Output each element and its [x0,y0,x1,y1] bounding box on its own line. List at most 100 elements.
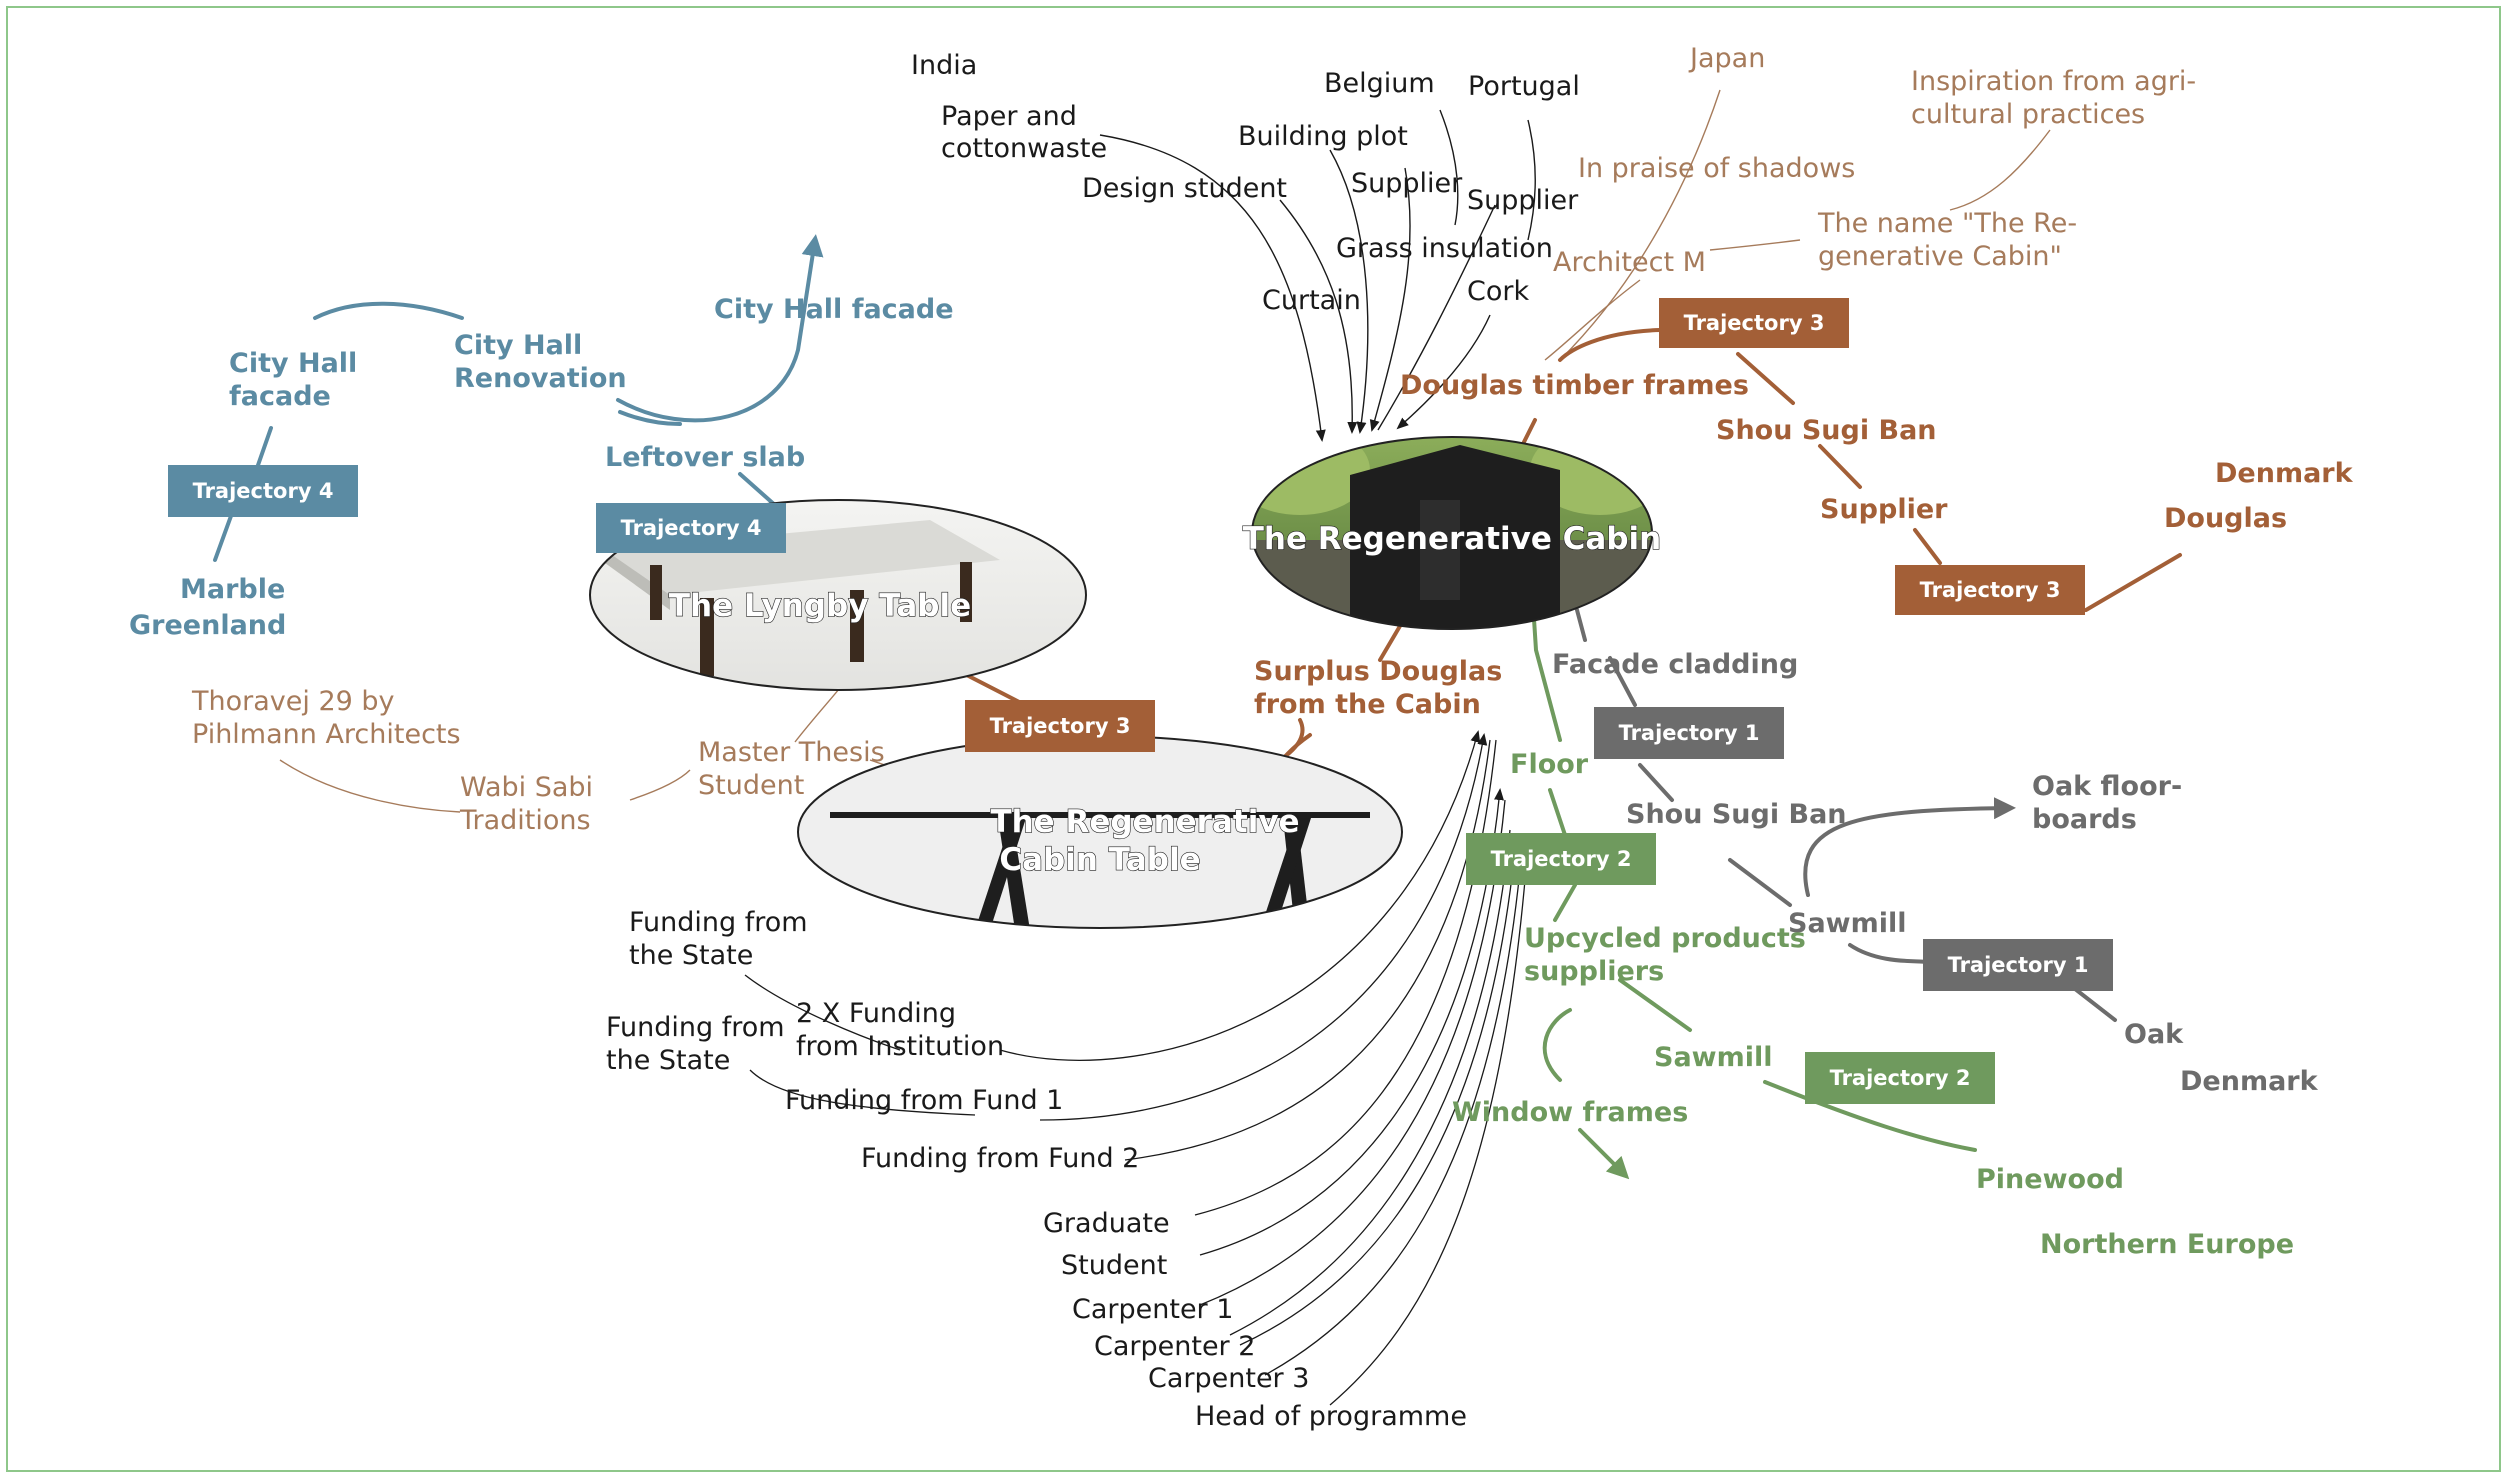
trajectory-4-tag-left: Trajectory 4 [193,479,334,503]
grass-insulation: Grass insulation [1336,233,1553,264]
cabin-table-title-line2: Cabin Table [999,842,1200,878]
trajectory-3-tag-center: Trajectory 3 [990,714,1131,738]
lyngby-title: The Lyngby Table [669,588,971,624]
wabi-sabi-line1: Wabi Sabi [460,772,593,803]
cabin-title: The Regenerative Cabin [1243,521,1661,557]
inspiration-connectors [279,89,2051,814]
floor: Floor [1510,749,1589,780]
agri-inspiration-line2: cultural practices [1911,99,2145,130]
oak-grey: Oak [2124,1019,2184,1050]
trajectory-3-tag-top: Trajectory 3 [1684,311,1825,335]
trajectory-1-tag-top: Trajectory 1 [1619,721,1760,745]
material-connectors [1099,109,1536,442]
trajectory-tag: Trajectory 3 [1659,298,1849,348]
city-hall-facade-left-line1: City Hall [229,348,357,379]
supplier-brown: Supplier [1820,494,1948,525]
wabi-sabi-line2: Traditions [459,805,591,836]
trajectory-4-tag-table: Trajectory 4 [621,516,762,540]
cabin-table-title-line1: The Regenerative [990,804,1299,840]
funding-state-2-line1: Funding from [606,1012,785,1043]
city-hall-renovation-line1: City Hall [454,330,582,361]
upcycled-suppliers-line1: Upcycled products [1524,923,1806,954]
greenland: Greenland [129,610,286,641]
trajectory-tag: Trajectory 3 [1895,565,2085,615]
facade-cladding: Facade cladding [1552,649,1798,680]
portugal: Portugal [1468,71,1580,102]
funding-institution-line2: from Institution [796,1031,1004,1062]
paper-cottonwaste-line2: cottonwaste [941,133,1107,164]
material-labels: India Paper and cottonwaste Design stude… [911,50,1580,316]
surplus-douglas-line2: from the Cabin [1254,689,1481,720]
student: Student [1061,1250,1167,1281]
supplier-right: Supplier [1467,185,1579,216]
trajectory-3-labels: Douglas timber frames Shou Sugi Ban Supp… [1254,370,2354,720]
inspiration-labels: Japan Inspiration from agri- cultural pr… [191,43,2196,836]
window-frames: Window frames [1452,1097,1688,1128]
oak-floorboards-line1: Oak floor- [2032,771,2182,802]
name-regenerative-line1: The name "The Re- [1817,208,2077,239]
funding-state-1-line2: the State [629,940,753,971]
trajectory-2-labels: Floor Upcycled products suppliers Sawmil… [1452,749,2294,1260]
carpenter-3: Carpenter 3 [1148,1363,1309,1394]
marble: Marble [180,574,285,605]
trajectory-tag: Trajectory 1 [1594,707,1784,759]
trajectory-tag: Trajectory 4 [168,465,358,517]
funding-state-1-line1: Funding from [629,907,808,938]
trajectory-1-labels: Facade cladding Shou Sugi Ban Oak floor-… [1552,649,2319,1097]
diagram-frame [6,6,2501,1472]
northern-europe: Northern Europe [2040,1229,2294,1260]
supplier-left: Supplier [1351,168,1463,199]
oak-floorboards-line2: boards [2032,804,2137,835]
trajectory-2-tag-bottom: Trajectory 2 [1830,1066,1971,1090]
surplus-douglas-line1: Surplus Douglas [1254,656,1502,687]
trajectory-tag: Trajectory 2 [1805,1052,1995,1104]
shou-sugi-ban-brown: Shou Sugi Ban [1716,415,1937,446]
paper-cottonwaste-line1: Paper and [941,101,1077,132]
master-thesis-line2: Student [698,770,804,801]
master-thesis-line1: Master Thesis [698,737,885,768]
city-hall-renovation-line2: Renovation [454,363,627,394]
denmark-grey: Denmark [2180,1066,2319,1097]
denmark-brown: Denmark [2215,458,2354,489]
city-hall-facade-top: City Hall facade [714,294,954,325]
carpenter-1: Carpenter 1 [1072,1294,1233,1325]
curtain: Curtain [1262,285,1361,316]
cork: Cork [1467,276,1529,307]
douglas-timber-frames: Douglas timber frames [1400,370,1749,401]
shou-sugi-ban-grey: Shou Sugi Ban [1626,799,1847,830]
upcycled-suppliers-line2: suppliers [1524,956,1664,987]
name-regenerative-line2: generative Cabin" [1818,241,2062,272]
thoravej-line1: Thoravej 29 by [191,686,395,717]
trajectory-1-lines [1575,608,2117,1022]
design-student: Design student [1082,173,1287,204]
trajectory-tag: Trajectory 3 [965,700,1155,752]
city-hall-facade-left-line2: facade [229,381,331,412]
pinewood: Pinewood [1976,1164,2124,1195]
sawmill-grey: Sawmill [1788,908,1907,939]
funding-fund-1: Funding from Fund 1 [785,1085,1063,1116]
trajectory-4-labels: City Hall facade City Hall Renovation Ci… [129,294,954,641]
trajectory-3-tag-right: Trajectory 3 [1920,578,2061,602]
funding-institution-line1: 2 X Funding [796,998,956,1029]
head-of-programme: Head of programme [1195,1401,1467,1432]
trajectory-tag: Trajectory 4 [596,503,786,553]
douglas-brown: Douglas [2164,503,2287,534]
trajectory-1-tag-bottom: Trajectory 1 [1948,953,2089,977]
funding-state-2-line2: the State [606,1045,730,1076]
leftover-slab: Leftover slab [605,442,805,473]
carpenter-2: Carpenter 2 [1094,1331,1255,1362]
belgium: Belgium [1324,68,1435,99]
architect-m: Architect M [1553,247,1706,278]
building-plot: Building plot [1238,121,1408,152]
lyngby-image [590,500,1086,690]
trajectory-tag: Trajectory 2 [1466,833,1656,885]
india: India [911,50,977,81]
trajectory-tag: Trajectory 1 [1923,939,2113,991]
trajectory-2-tag-top: Trajectory 2 [1491,847,1632,871]
graduate: Graduate [1043,1208,1170,1239]
thoravej-line2: Pihlmann Architects [192,719,461,750]
japan: Japan [1688,43,1765,74]
funding-fund-2: Funding from Fund 2 [861,1143,1139,1174]
in-praise-of-shadows: In praise of shadows [1578,153,1855,184]
